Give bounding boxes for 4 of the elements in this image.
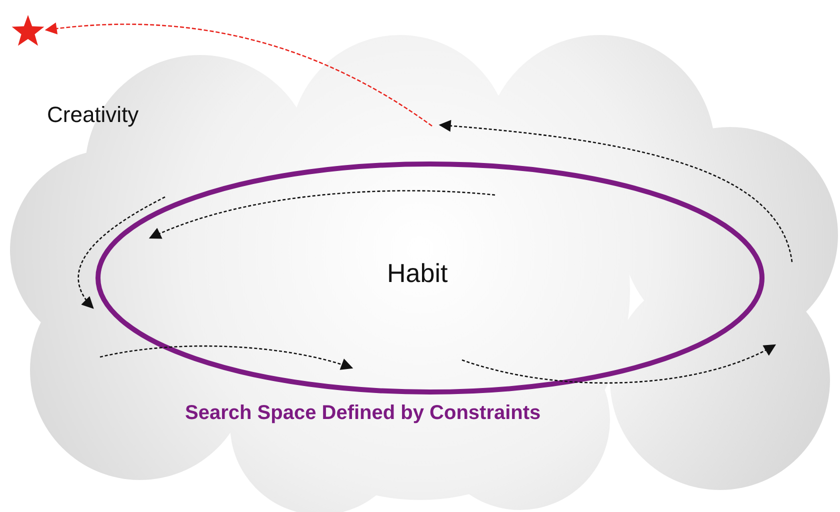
caption-label: Search Space Defined by Constraints [185,402,541,425]
ellipse-label: Habit [387,258,448,289]
arrow [44,22,432,127]
cloud-label: Creativity [47,102,139,128]
